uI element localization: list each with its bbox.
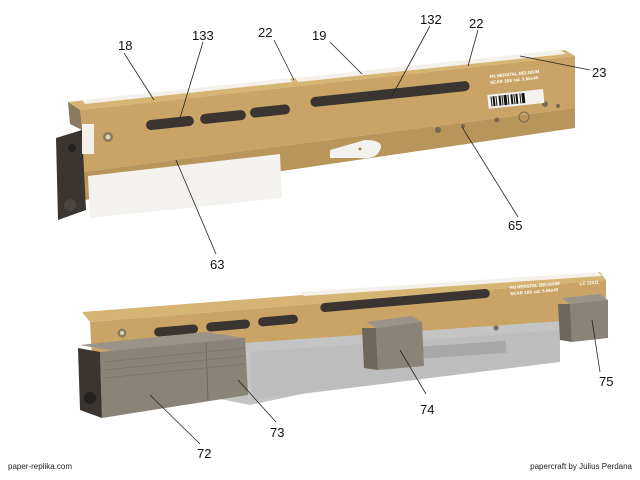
rear-block-side (570, 300, 608, 342)
lower-bolt-hole-inner (120, 331, 124, 335)
callout-75: 75 (599, 374, 613, 389)
grey-rail (419, 340, 507, 359)
lower-slot-2 (206, 319, 250, 332)
bottom-marking-line2: SCAR 16S cal. 5.56x45 (510, 287, 559, 296)
slot-3 (250, 104, 290, 118)
long-slot (310, 81, 470, 107)
callout-18: 18 (118, 38, 132, 53)
bottom-marking-line1: FN HERSTAL BELGIUM (510, 281, 561, 290)
selector-dot (358, 147, 362, 151)
callout-19: 19 (312, 28, 326, 43)
small-hole-5 (556, 104, 560, 108)
leader-lines-top (123, 25, 591, 255)
upper-receiver-part: FN HERSTAL BELGIUM SCAR 16S cal. 5.56x45 (56, 50, 575, 220)
footer-site-credit: paper-replika.com (8, 462, 73, 471)
lower-assembly-part: FN HERSTAL BELGIUM SCAR 16S cal. 5.56x45… (78, 272, 608, 418)
leader-lines-bottom (149, 319, 601, 445)
lower-long-slot (320, 288, 490, 313)
front-block-side (100, 338, 248, 418)
callout-63: 63 (210, 257, 224, 272)
front-end-cap (56, 130, 86, 220)
small-hole-3 (494, 117, 500, 123)
callout-22-left: 22 (258, 25, 272, 40)
lower-slot-1 (154, 324, 198, 337)
callout-72: 72 (197, 446, 211, 461)
callout-22-right: 22 (469, 16, 483, 31)
lower-small-hole (493, 325, 499, 331)
top-marking-line2: SCAR 16S cal. 5.56x45 (490, 75, 539, 85)
small-hole-1 (435, 127, 441, 133)
callout-132: 132 (420, 12, 442, 27)
front-cap-hole-top (68, 144, 76, 152)
middle-block-side (376, 322, 424, 370)
front-block-face (78, 348, 102, 418)
callout-133: 133 (192, 28, 214, 43)
top-white-strip-right (295, 50, 566, 82)
footer-author-credit: papercraft by Julius Perdana (530, 462, 632, 471)
slot-2 (200, 110, 246, 124)
lower-slot-3 (258, 314, 298, 327)
front-cap-hole-bottom (64, 199, 76, 211)
front-block-hole (84, 392, 96, 404)
top-white-strip-left (82, 78, 292, 104)
callout-23: 23 (592, 65, 606, 80)
top-marking-line1: FN HERSTAL BELGIUM (489, 69, 540, 79)
lower-white-panel (88, 154, 282, 218)
barcode-sticker (487, 89, 545, 109)
slot-1 (146, 116, 194, 130)
rear-block-front (558, 304, 572, 342)
bolt-hole-left-inner (105, 134, 111, 140)
serial-number: LC 11011 (579, 279, 599, 286)
rear-block-top (562, 294, 608, 304)
callout-74: 74 (420, 402, 434, 417)
middle-block-front (362, 328, 378, 370)
callout-65: 65 (508, 218, 522, 233)
small-hole-2 (461, 124, 465, 128)
front-label-box (82, 124, 94, 154)
middle-block-top (366, 316, 422, 328)
callout-73: 73 (270, 425, 284, 440)
front-end-cap-top (68, 102, 82, 130)
lower-top-white-strip (300, 272, 602, 296)
front-block-top (80, 332, 245, 352)
fn-logo-circle (518, 111, 530, 123)
selector-decal (330, 140, 381, 159)
